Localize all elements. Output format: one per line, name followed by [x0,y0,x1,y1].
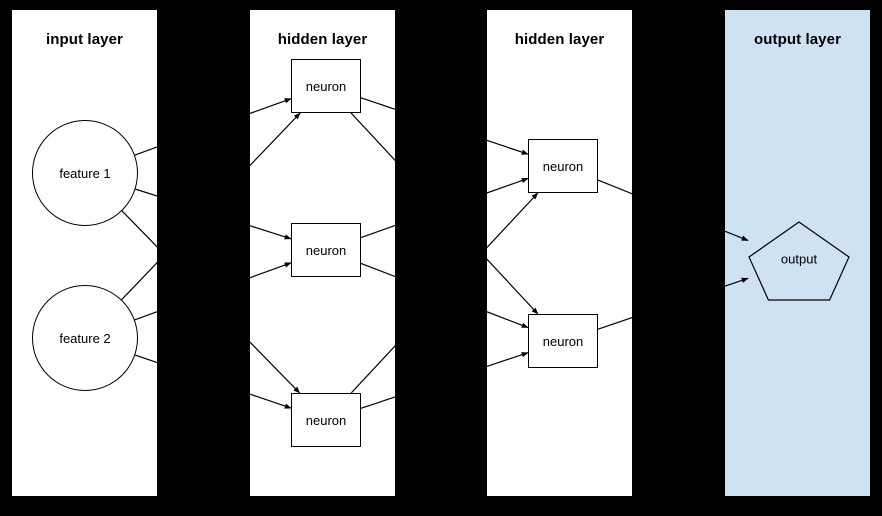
node-h2-neuron-2[interactable]: neuron [528,314,598,368]
pentagon-shape [748,221,850,301]
layer-panel-output-layer: output layer [725,10,870,496]
layer-title-hidden-layer-2: hidden layer [514,31,605,48]
node-feature-2[interactable]: feature 2 [32,285,138,391]
node-output-node[interactable]: output [748,221,850,301]
layer-title-hidden-layer-1: hidden layer [277,31,368,48]
node-label-h1-neuron-1: neuron [305,78,347,94]
layer-title-input-layer: input layer [46,31,123,48]
node-feature-1[interactable]: feature 1 [32,120,138,226]
node-label-h2-neuron-1: neuron [542,158,584,174]
node-label-h2-neuron-2: neuron [542,333,584,349]
layer-panel-input-layer: input layer [12,10,157,496]
node-label-h1-neuron-2: neuron [305,242,347,258]
node-label-h1-neuron-3: neuron [305,412,347,428]
node-label-feature-2: feature 2 [59,330,111,346]
node-h1-neuron-3[interactable]: neuron [291,393,361,447]
node-h1-neuron-2[interactable]: neuron [291,223,361,277]
node-label-output-node: output [780,251,818,267]
node-h2-neuron-1[interactable]: neuron [528,139,598,193]
layer-title-output-layer: output layer [753,31,842,48]
node-label-feature-1: feature 1 [59,165,111,181]
layer-panel-hidden-layer-2: hidden layer [487,10,632,496]
node-h1-neuron-1[interactable]: neuron [291,59,361,113]
